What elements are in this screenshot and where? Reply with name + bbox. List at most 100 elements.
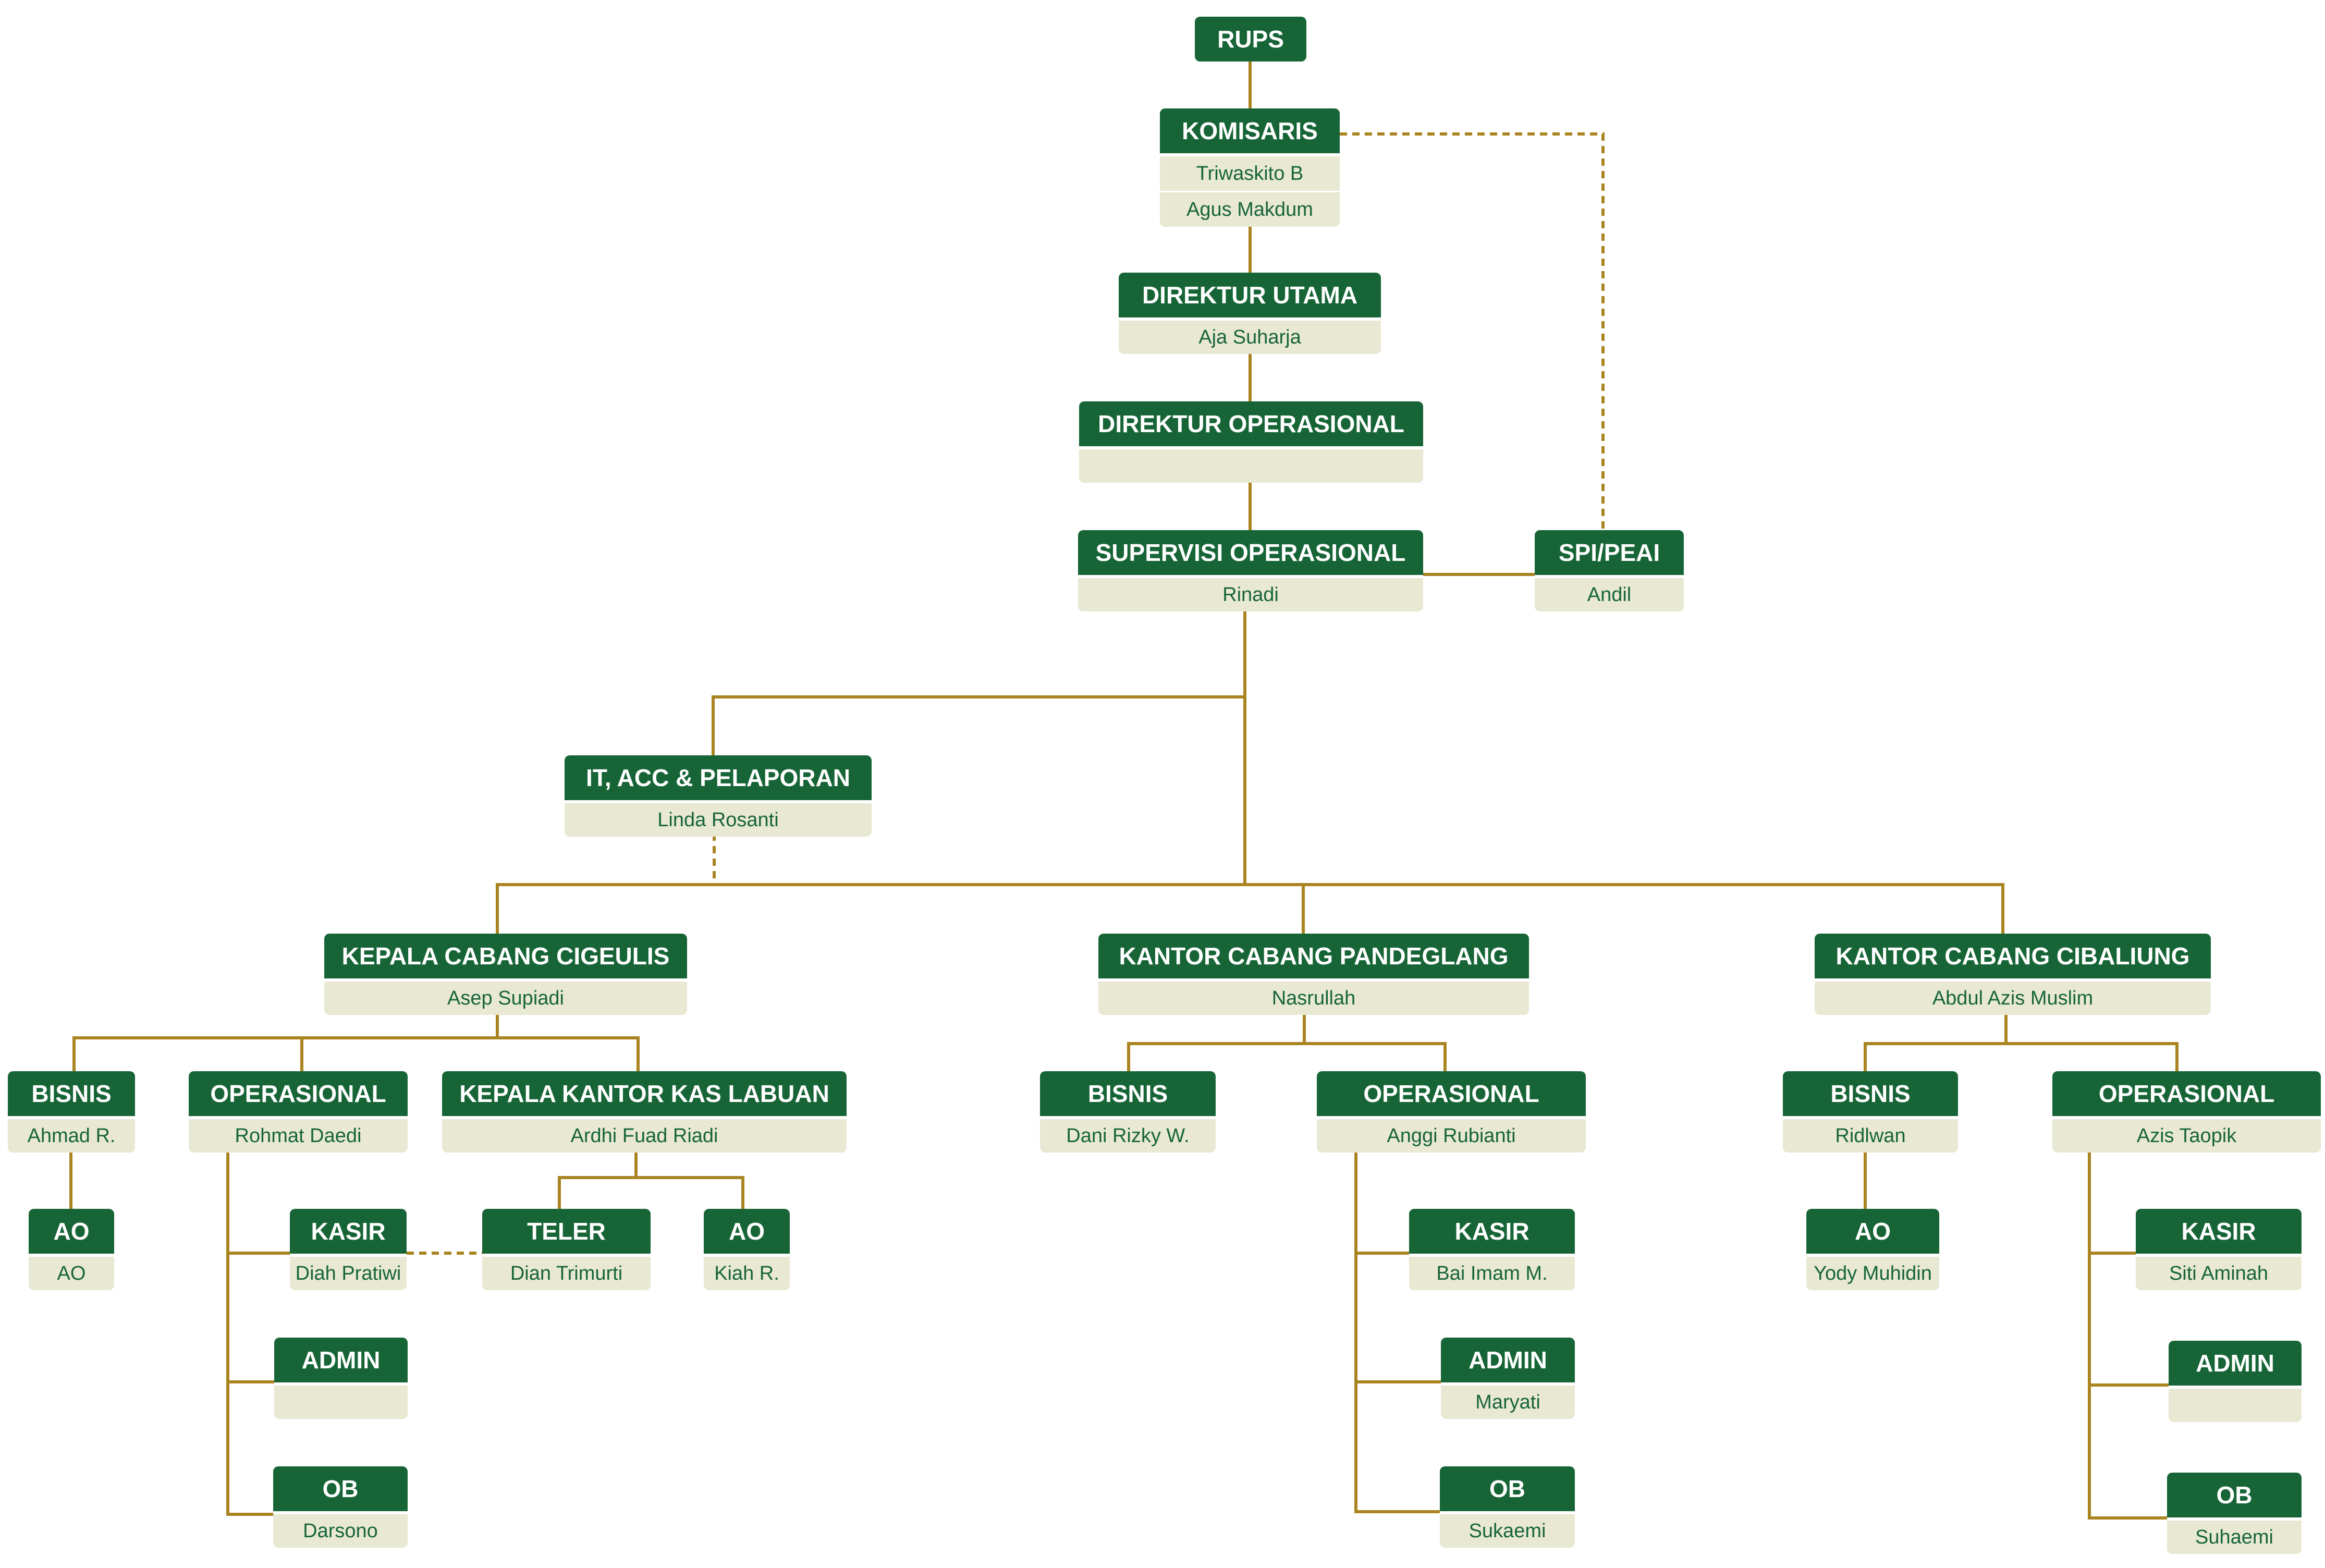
node-name: Dian Trimurti — [482, 1257, 651, 1290]
node-name: Linda Rosanti — [565, 803, 872, 837]
node-cibaliung-bisnis: BISNIS Ridlwan — [1783, 1071, 1958, 1153]
node-direktur-utama: DIREKTUR UTAMA Aja Suharja — [1119, 273, 1381, 354]
node-cibaliung-operasional: OPERASIONAL Azis Taopik — [2052, 1071, 2321, 1153]
node-pandeglang-admin: ADMIN Maryati — [1441, 1338, 1575, 1419]
node-title: SUPERVISI OPERASIONAL — [1078, 530, 1423, 575]
connector-it-acc — [712, 695, 1245, 755]
node-title: OB — [273, 1466, 408, 1511]
node-name: Azis Taopik — [2052, 1119, 2321, 1153]
node-title: BISNIS — [1040, 1071, 1216, 1116]
node-name — [1079, 449, 1423, 483]
connector-operasional-vertical — [226, 1149, 273, 1516]
node-cibaliung-admin: ADMIN — [2169, 1341, 2302, 1422]
node-kantor-cabang-pandeglang: KANTOR CABANG PANDEGLANG Nasrullah — [1098, 934, 1529, 1015]
node-cigeulis-kasir: KASIR Diah Pratiwi — [290, 1209, 407, 1290]
node-name: Ardhi Fuad Riadi — [442, 1119, 847, 1153]
node-name: Diah Pratiwi — [290, 1257, 407, 1290]
node-title: TELER — [482, 1209, 651, 1254]
node-title: KASIR — [2136, 1209, 2302, 1254]
node-spi-peai: SPI/PEAI Andil — [1535, 530, 1684, 611]
node-title: IT, ACC & PELAPORAN — [565, 755, 872, 800]
connector-cibaliung-operasional-vertical — [2088, 1149, 2167, 1520]
node-cigeulis-ao: AO AO — [29, 1209, 114, 1290]
node-cigeulis-ob: OB Darsono — [273, 1466, 408, 1548]
connector-labuan-children — [558, 1176, 744, 1209]
node-title: ADMIN — [274, 1338, 408, 1382]
node-title: OPERASIONAL — [1317, 1071, 1586, 1116]
node-title: RUPS — [1195, 17, 1306, 62]
node-title: OPERASIONAL — [189, 1071, 408, 1116]
node-title: ADMIN — [2169, 1341, 2302, 1386]
connector-branches — [496, 883, 2004, 934]
node-cigeulis-bisnis: BISNIS Ahmad R. — [8, 1071, 135, 1153]
node-title: DIREKTUR UTAMA — [1119, 273, 1381, 317]
node-title: AO — [704, 1209, 790, 1254]
node-pandeglang-ob: OB Sukaemi — [1440, 1466, 1575, 1548]
node-name: Yody Muhidin — [1806, 1257, 1939, 1290]
node-name: Ridlwan — [1783, 1119, 1958, 1153]
connector-cibaliung-children — [1864, 1042, 2179, 1071]
node-name: Maryati — [1441, 1386, 1575, 1419]
node-title: KEPALA CABANG CIGEULIS — [324, 934, 687, 978]
node-title: AO — [29, 1209, 114, 1254]
node-name: Darsono — [273, 1514, 408, 1548]
node-name: Siti Aminah — [2136, 1257, 2302, 1290]
node-name: Nasrullah — [1098, 982, 1529, 1015]
connector-pandeglang-operasional-vertical — [1354, 1149, 1440, 1513]
node-name: Anggi Rubianti — [1317, 1119, 1586, 1153]
node-labuan-ao: AO Kiah R. — [704, 1209, 790, 1290]
connector-komisaris-spi-dashed — [1340, 132, 1605, 530]
node-komisaris: KOMISARIS Triwaskito B Agus Makdum — [1160, 108, 1340, 227]
node-kantor-cabang-cibaliung: KANTOR CABANG CIBALIUNG Abdul Azis Musli… — [1815, 934, 2211, 1015]
node-title: SPI/PEAI — [1535, 530, 1684, 575]
node-title: OB — [1440, 1466, 1575, 1511]
node-title: KANTOR CABANG PANDEGLANG — [1098, 934, 1529, 978]
node-title: KANTOR CABANG CIBALIUNG — [1815, 934, 2211, 978]
node-direktur-operasional: DIREKTUR OPERASIONAL — [1079, 401, 1423, 483]
node-name: Sukaemi — [1440, 1514, 1575, 1548]
node-title: OPERASIONAL — [2052, 1071, 2321, 1116]
node-name — [2169, 1389, 2302, 1422]
node-title: AO — [1806, 1209, 1939, 1254]
node-title: BISNIS — [8, 1071, 135, 1116]
node-cibaliung-kasir: KASIR Siti Aminah — [2136, 1209, 2302, 1290]
node-name: Aja Suharja — [1119, 321, 1381, 354]
node-name: Rohmat Daedi — [189, 1119, 408, 1153]
node-title: KEPALA KANTOR KAS LABUAN — [442, 1071, 847, 1116]
node-name: Bai Imam M. — [1409, 1257, 1575, 1290]
node-name: Andil — [1535, 578, 1684, 611]
node-cigeulis-admin: ADMIN — [274, 1338, 408, 1419]
node-name: Ahmad R. — [8, 1119, 135, 1153]
node-title: BISNIS — [1783, 1071, 1958, 1116]
node-pandeglang-bisnis: BISNIS Dani Rizky W. — [1040, 1071, 1216, 1153]
node-title: ADMIN — [1441, 1338, 1575, 1382]
node-name: Suhaemi — [2167, 1521, 2302, 1554]
node-it-acc-pelaporan: IT, ACC & PELAPORAN Linda Rosanti — [565, 755, 872, 837]
node-title: OB — [2167, 1473, 2302, 1517]
node-labuan-teler: TELER Dian Trimurti — [482, 1209, 651, 1290]
node-pandeglang-kasir: KASIR Bai Imam M. — [1409, 1209, 1575, 1290]
node-title: DIREKTUR OPERASIONAL — [1079, 401, 1423, 446]
node-cigeulis-operasional: OPERASIONAL Rohmat Daedi — [189, 1071, 408, 1153]
node-pandeglang-operasional: OPERASIONAL Anggi Rubianti — [1317, 1071, 1586, 1153]
node-name: Dani Rizky W. — [1040, 1119, 1216, 1153]
node-name: AO — [29, 1257, 114, 1290]
node-cibaliung-ob: OB Suhaemi — [2167, 1473, 2302, 1554]
node-name: Abdul Azis Muslim — [1815, 982, 2211, 1015]
node-name: Kiah R. — [704, 1257, 790, 1290]
node-title: KASIR — [1409, 1209, 1575, 1254]
node-name — [274, 1386, 408, 1419]
node-title: KOMISARIS — [1160, 108, 1340, 153]
node-title: KASIR — [290, 1209, 407, 1254]
node-cibaliung-ao: AO Yody Muhidin — [1806, 1209, 1939, 1290]
connector-pandeglang-children — [1127, 1042, 1447, 1071]
node-name: Asep Supiadi — [324, 982, 687, 1015]
node-supervisi-operasional: SUPERVISI OPERASIONAL Rinadi — [1078, 530, 1423, 611]
node-name: Agus Makdum — [1160, 192, 1340, 227]
node-name: Rinadi — [1078, 578, 1423, 611]
connector-cigeulis-children — [72, 1036, 640, 1071]
node-kepala-kantor-kas-labuan: KEPALA KANTOR KAS LABUAN Ardhi Fuad Riad… — [442, 1071, 847, 1153]
node-kepala-cabang-cigeulis: KEPALA CABANG CIGEULIS Asep Supiadi — [324, 934, 687, 1015]
